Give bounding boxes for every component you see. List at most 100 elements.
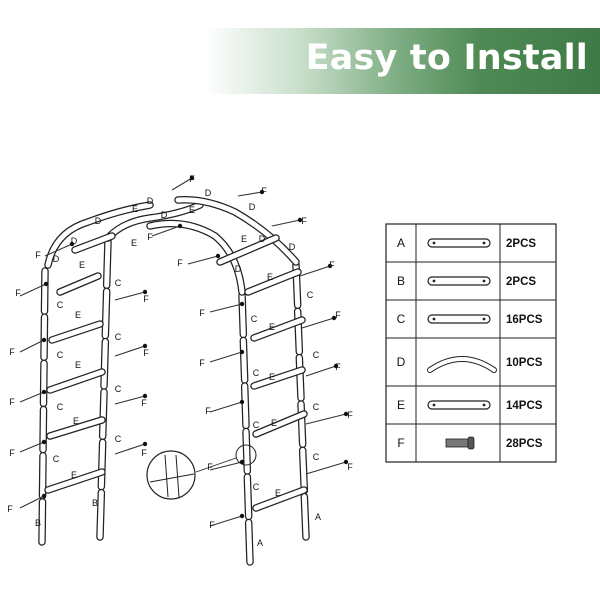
screw-shaft [209,303,243,313]
screw-head [142,393,148,399]
post-left-outer-segment [40,453,46,499]
screw-shaft [171,177,193,191]
screw-head [177,223,183,229]
screw-shaft [187,255,219,265]
post-right-outer-segment [298,401,306,447]
post-left-outer-segment [42,268,48,314]
part-label-f: F [7,504,13,514]
part-label-f: F [199,308,205,318]
joint-detail-circle [146,450,196,500]
arch-2 [175,197,299,265]
part-label-f: F [301,216,307,226]
joint-marker-circle [235,444,257,466]
screw-head [142,343,148,349]
part-label-d: D [71,236,78,246]
part-letter: E [397,398,405,412]
part-label-f: F [9,448,15,458]
screw-shaft [44,243,73,257]
part-letter: A [397,236,405,250]
screw-head [43,281,49,287]
screw-shaft [19,495,45,509]
arch-frame [19,175,349,566]
post-right-inner-segment [246,520,253,565]
screw-shaft [305,365,337,377]
tube-hole [482,317,486,321]
tube-hole [482,403,486,407]
screw-head [343,411,349,417]
screw-head [327,263,333,269]
screw-head [239,399,245,405]
part-label-d: D [95,216,102,226]
part-label-f: F [335,310,341,320]
part-label-f: F [141,398,147,408]
crossbar [253,411,307,437]
screw-shaft [114,345,146,357]
screw-head [331,315,337,321]
part-label-f: F [15,288,21,298]
part-label-c: C [57,350,64,360]
part-label-b: B [92,498,98,508]
screw-shaft [209,351,243,363]
straight-tube-icon [427,400,491,410]
tube-hole [482,241,486,245]
banner-title: Easy to Install [305,38,588,78]
crossbar [47,369,105,393]
post-right-inner-segment [239,292,246,337]
screw-shaft [19,441,45,453]
screw-shaft [209,515,243,527]
part-letter: C [397,312,406,326]
screw-head [142,289,148,295]
part-label-b: B [35,518,41,528]
screw-shaft [151,225,181,237]
part-label-c: C [253,420,260,430]
screw-head [41,493,47,499]
post-right-inner-segment [243,429,250,474]
part-label-d: D [259,234,266,244]
part-label-c: C [115,332,122,342]
post-left-inner-segment [98,439,106,490]
part-label-e: E [275,488,281,498]
screw-icon-head [467,436,475,450]
part-label-e: E [79,260,85,270]
straight-tube-icon [427,276,491,286]
post-left-inner-segment [97,490,104,540]
part-label-c: C [307,290,314,300]
part-label-f: F [9,397,15,407]
screw-head [189,175,195,181]
part-label-d: D [147,196,154,206]
curved-tube-icon-fill [428,357,496,372]
straight-tube-icon [427,314,491,324]
post-right-outer-segment [296,355,304,401]
joint-detail-tube [175,454,180,498]
part-label-f: F [347,462,353,472]
part-label-c: C [115,434,122,444]
screw-shaft [209,461,243,471]
part-label-c: C [313,452,320,462]
screw-icon [445,438,469,448]
part-label-f: F [335,362,341,372]
part-quantity: 16PCS [506,314,543,326]
part-label-d: D [161,210,168,220]
part-letter: F [397,436,404,450]
part-label-c: C [253,368,260,378]
crossbar [72,233,115,253]
straight-tube-icon [427,238,491,248]
post-left-outer-segment [41,360,47,406]
part-label-c: C [313,402,320,412]
part-label-f: F [143,294,149,304]
screw-head [259,189,265,195]
part-label-e: E [189,205,195,215]
post-right-outer-segment [300,447,307,494]
screw-shaft [305,413,347,425]
part-label-f: F [189,174,195,184]
part-label-f: F [143,348,149,358]
tube-hole [432,279,436,283]
part-label-c: C [115,384,122,394]
screw-head [239,513,245,519]
part-quantity: 14PCS [506,400,543,412]
part-label-d: D [205,188,212,198]
part-callouts: FFFFFFFFFFFFFFFFFFFFFFFFFCCCCCCCCCCCCCCC… [7,174,353,548]
part-letter: B [397,274,405,288]
part-quantity: 10PCS [506,357,543,369]
screw-head [69,241,75,247]
